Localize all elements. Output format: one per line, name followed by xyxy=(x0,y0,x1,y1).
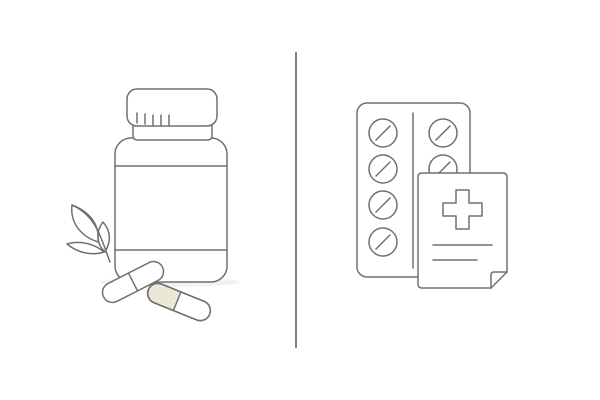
pill-icon xyxy=(368,190,398,220)
pill-icon xyxy=(368,154,398,184)
pill-icon xyxy=(428,118,458,148)
pill-icon xyxy=(368,227,398,257)
medical-cross-icon xyxy=(442,189,483,230)
herb-leaf-icon xyxy=(66,204,111,263)
capsule-icon xyxy=(101,260,165,304)
medicine-bottle-icon xyxy=(100,88,240,287)
pill-icon xyxy=(368,118,398,148)
capsule-icon xyxy=(146,282,212,322)
prescription-document-icon xyxy=(417,172,508,289)
